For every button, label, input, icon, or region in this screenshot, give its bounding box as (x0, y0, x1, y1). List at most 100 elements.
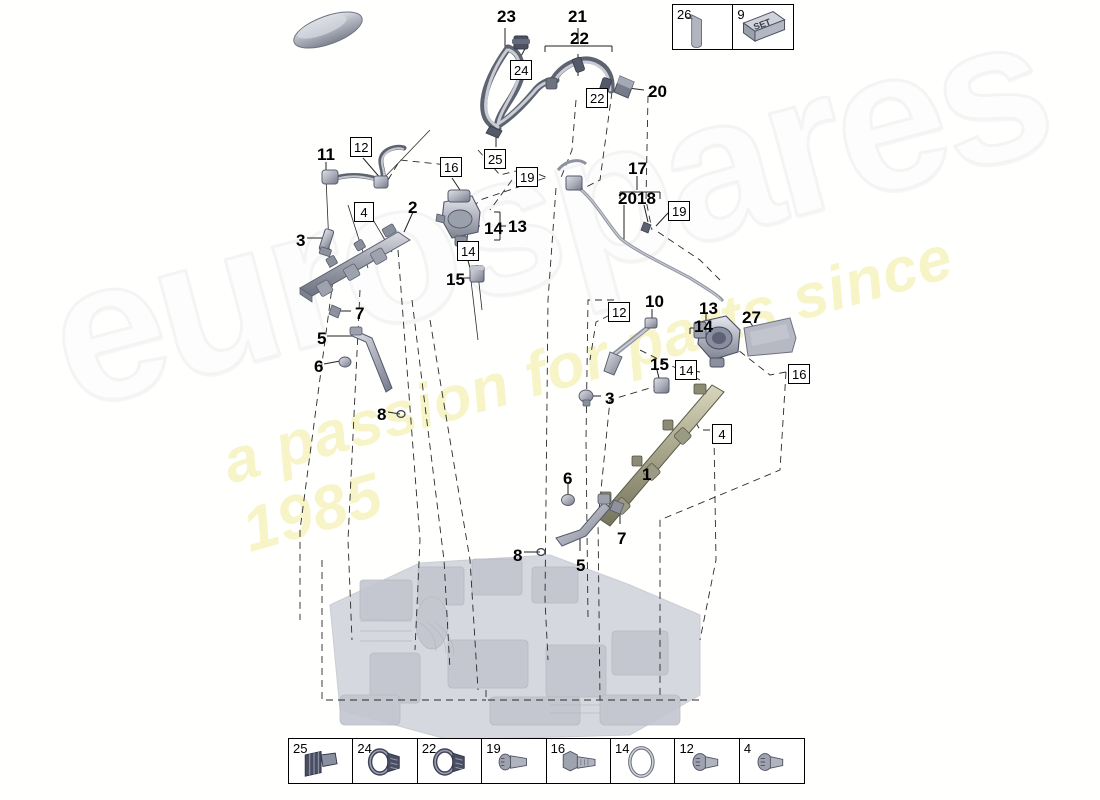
pressure-sensor-3-right (578, 389, 594, 407)
boxed-ref-19: 19 (516, 167, 539, 187)
callout-number-5: 5 (576, 556, 586, 575)
legend-number: 24 (357, 741, 372, 756)
callout-number-15: 15 (650, 355, 669, 374)
callout-number-15: 15 (446, 270, 465, 289)
bushing-15-left (469, 265, 485, 283)
retaining-clip-icon (289, 739, 353, 783)
callout-number-27: 27 (742, 308, 761, 327)
callout-number-20: 20 (648, 82, 667, 101)
legend-number: 16 (550, 741, 566, 756)
callout-number-8: 8 (377, 405, 387, 424)
legend-item-12[interactable]: 12 (674, 738, 741, 784)
boxed-ref-4: 4 (712, 424, 732, 444)
callout-number-3: 3 (296, 231, 306, 250)
pipe-fitting-12 (373, 175, 389, 189)
callout-number-13: 13 (699, 299, 718, 318)
bracket-12-right (603, 351, 623, 376)
short-bolt-icon (675, 739, 739, 783)
callout-number-20: 20 (618, 189, 637, 208)
pipe-fitting-11 (321, 169, 339, 185)
clamp-24-part (512, 35, 530, 50)
legend-item-19[interactable]: 19 (481, 738, 548, 784)
legend-number: 14 (615, 741, 630, 756)
hp-pump-right (693, 315, 741, 368)
legend-number: 26 (677, 7, 692, 22)
oval-cover-part (293, 11, 363, 49)
junction-19-left (556, 159, 588, 191)
legend-number: 4 (743, 741, 752, 756)
nut-6-left (338, 356, 352, 368)
hose-clamp-icon (418, 739, 482, 783)
boxed-ref-25: 25 (484, 149, 507, 169)
legend-item-4[interactable]: 4 (738, 738, 805, 784)
boxed-ref-14: 14 (457, 241, 480, 261)
callout-number-23: 23 (497, 7, 516, 26)
legend-item-14[interactable]: 14 (610, 738, 677, 784)
set-box-icon: SET (733, 5, 793, 49)
callout-number-17: 17 (628, 159, 647, 178)
washer-8-right (536, 547, 546, 557)
washer-8-left (396, 409, 406, 419)
o-ring-icon (611, 739, 675, 783)
bushing-15-right (653, 377, 670, 394)
callout-number-13: 13 (508, 217, 527, 236)
fuel-line-5-right (555, 493, 611, 547)
callout-number-7: 7 (617, 529, 627, 548)
callout-number-7: 7 (355, 304, 365, 323)
boxed-ref-16: 16 (440, 157, 463, 177)
clip-7-left (328, 304, 342, 319)
callout-number-14: 14 (694, 317, 713, 336)
pressure-sensor-3-left (318, 228, 335, 257)
connector-20 (613, 75, 635, 99)
legend-item-22[interactable]: 22 (416, 738, 483, 784)
boxed-ref-14: 14 (675, 360, 698, 380)
callout-number-8: 8 (513, 546, 523, 565)
legend-item-16[interactable]: 16 (545, 738, 612, 784)
legend-item-25[interactable]: 25 (288, 738, 354, 784)
boxed-ref-22: 22 (586, 88, 609, 108)
hose-clamp-icon (353, 739, 417, 783)
hp-pump-left-16 (435, 189, 481, 247)
callout-number-10: 10 (645, 292, 664, 311)
boxed-ref-12: 12 (608, 302, 631, 322)
callout-number-18: 18 (637, 189, 656, 208)
right-fuel-rail-1 (597, 383, 725, 527)
left-fuel-rail-2 (299, 223, 411, 303)
boxed-ref-24: 24 (510, 60, 533, 80)
bolt-icon (482, 739, 546, 783)
callout-number-22: 22 (570, 29, 589, 48)
callout-number-6: 6 (314, 357, 324, 376)
legend-number: 25 (293, 741, 308, 756)
fitting-18 (640, 221, 652, 234)
callout-number-14: 14 (484, 219, 503, 238)
top-legend-item-26[interactable]: 26 (672, 4, 734, 50)
pin-plug-icon (673, 5, 733, 49)
fitting-10 (644, 317, 658, 329)
clamp-25-part (485, 125, 503, 139)
short-bolt-icon (740, 739, 804, 783)
legend-number: 19 (486, 741, 501, 756)
callout-number-3: 3 (605, 389, 615, 408)
callout-number-1: 1 (642, 465, 652, 484)
boxed-ref-12: 12 (350, 137, 373, 157)
fuel-line-5-left (349, 326, 393, 393)
callout-number-2: 2 (408, 198, 418, 217)
callout-number-21: 21 (568, 7, 587, 26)
callout-number-6: 6 (563, 469, 573, 488)
legend-item-24[interactable]: 24 (352, 738, 419, 784)
heat-shield-27 (743, 317, 797, 357)
callout-number-11: 11 (317, 145, 335, 164)
nut-6-right (561, 494, 575, 506)
bottom-legend: 25 24 22 19 16 14 12 4 (288, 738, 805, 784)
legend-number: 12 (679, 741, 694, 756)
boxed-ref-4: 4 (354, 202, 374, 222)
clip-7-right (609, 499, 625, 515)
callout-number-5: 5 (317, 329, 327, 348)
boxed-ref-16: 16 (788, 364, 811, 384)
legend-number: 9 (737, 7, 745, 22)
boxed-ref-19: 19 (668, 201, 691, 221)
